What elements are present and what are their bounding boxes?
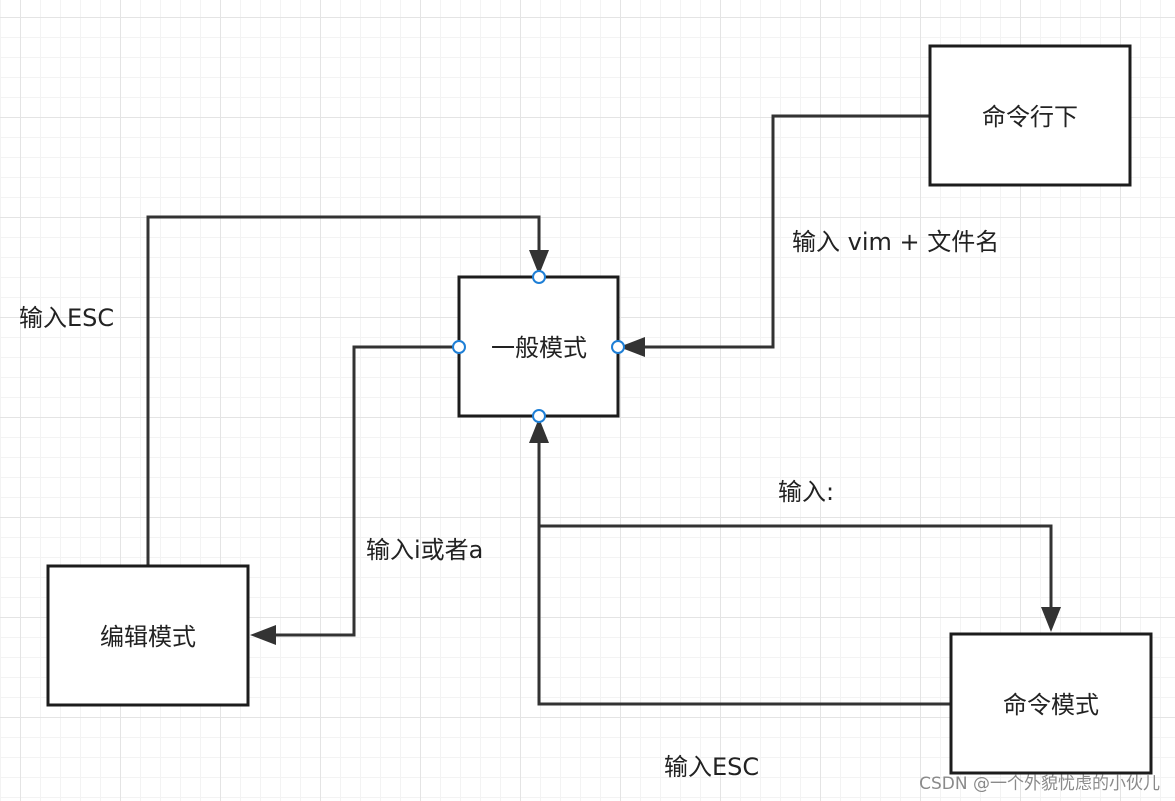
node-normal-mode[interactable]: 一般模式 [452,270,625,423]
port-top [532,270,546,284]
node-edit-mode-label: 编辑模式 [100,623,196,651]
edge-label-normal-to-edit: 输入i或者a [366,536,483,564]
port-left [452,340,466,354]
edge-command-to-normal [529,418,951,706]
edge-label-edit-to-normal: 输入ESC [19,304,114,332]
watermark: CSDN @一个外貌忧虑的小伙儿 [919,774,1160,794]
edge-label-cmdline-to-normal: 输入 vim + 文件名 [792,228,999,256]
node-command-line-label: 命令行下 [982,103,1078,131]
node-edit-mode[interactable]: 编辑模式 [46,564,250,707]
node-normal-mode-label: 一般模式 [491,334,587,362]
edge-cmdline-to-normal [619,114,930,357]
node-command-mode[interactable]: 命令模式 [949,632,1153,775]
edge-label-normal-to-command: 输入: [778,478,834,506]
edge-label-command-to-normal: 输入ESC [664,753,759,781]
edge-normal-to-edit [250,345,459,645]
port-bottom [532,409,546,423]
node-command-line[interactable]: 命令行下 [928,44,1132,187]
node-command-mode-label: 命令模式 [1003,691,1099,719]
edge-edit-to-normal [146,215,549,565]
port-right [611,340,625,354]
edge-normal-to-command [537,420,1061,632]
